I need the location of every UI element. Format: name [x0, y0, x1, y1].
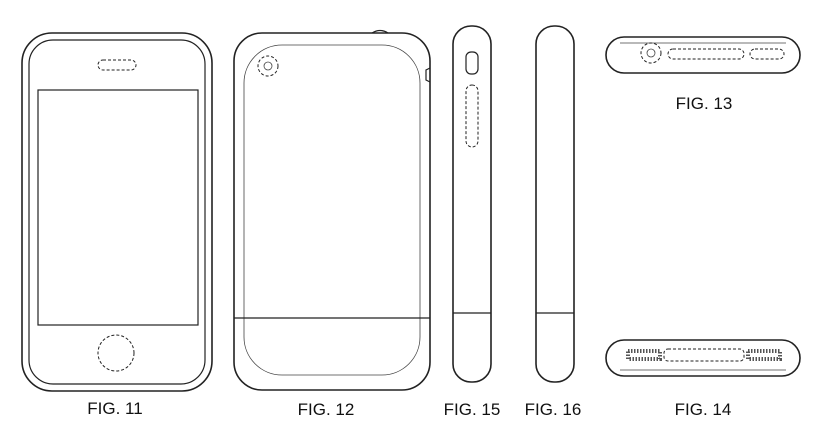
fig11-label: FIG. 11 — [87, 399, 142, 418]
fig14-label: FIG. 14 — [675, 400, 732, 419]
fig15-side-view — [452, 25, 492, 383]
fig15-side-body — [452, 25, 492, 383]
fig11-front-view — [21, 32, 213, 392]
fig12-back-body — [233, 32, 431, 391]
fig16-side-body — [535, 25, 575, 383]
fig11-outer-body — [21, 32, 213, 392]
fig16-side-view — [535, 25, 575, 383]
fig12-label: FIG. 12 — [298, 400, 355, 419]
fig13-label: FIG. 13 — [676, 94, 733, 113]
fig12-top-button — [371, 29, 389, 34]
fig13-headphone-jack-inner — [646, 48, 656, 58]
fig14-speaker-grille-right — [746, 349, 782, 361]
fig13-top-view — [605, 36, 801, 74]
fig12-inner-contour — [243, 44, 421, 376]
fig14-dock-connector — [663, 348, 745, 362]
fig15-label: FIG. 15 — [444, 400, 501, 419]
fig12-camera-lens — [257, 55, 279, 77]
fig11-bezel — [28, 39, 206, 385]
fig15-ring-switch — [465, 51, 479, 75]
fig11-earpiece-slot — [97, 59, 137, 71]
fig14-bottom-body — [605, 339, 801, 377]
fig11-display-screen — [37, 89, 199, 326]
fig16-label: FIG. 16 — [525, 400, 582, 419]
fig13-sim-slot — [749, 48, 785, 60]
fig13-top-body — [605, 36, 801, 74]
fig12-side-switch — [425, 67, 431, 83]
fig13-headphone-jack — [640, 42, 662, 64]
fig12-rear-view — [233, 29, 431, 391]
fig12-camera-lens-inner — [263, 61, 273, 71]
fig11-home-button — [97, 334, 135, 372]
fig14-bottom-view — [605, 339, 801, 377]
fig13-sleep-button — [667, 48, 745, 60]
fig14-speaker-grille-left — [626, 349, 662, 361]
fig15-volume-buttons — [465, 84, 479, 148]
